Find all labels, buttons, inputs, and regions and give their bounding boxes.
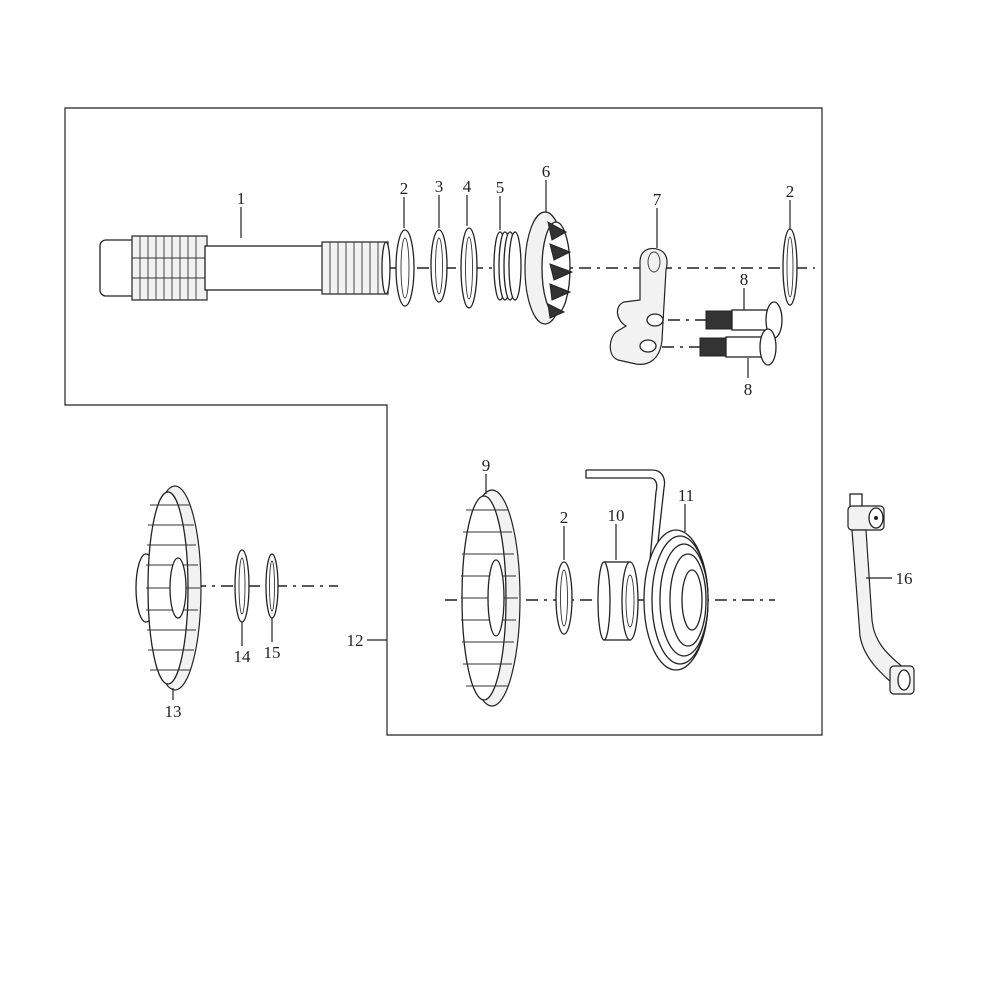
shaft-part-1 [99,235,391,301]
callout-8b: 8 [744,380,753,399]
kick-lever-part-16 [847,493,915,695]
spring-part-11 [585,469,709,671]
washer-part-14 [234,549,250,623]
washer-part-2c [555,561,573,635]
callout-12: 12 [347,631,364,650]
callout-16: 16 [896,569,913,588]
washer-part-3 [430,229,448,303]
washer-part-4 [460,227,478,309]
callout-3: 3 [435,177,444,196]
circlip-part-15 [265,553,279,619]
callout-2c: 2 [560,508,569,527]
collar-part-10 [597,561,639,641]
ratchet-part-6 [524,211,574,325]
washer-part-2b [782,228,798,306]
screw-part-8b [662,328,777,366]
callout-11: 11 [678,486,694,505]
callout-13: 13 [165,702,182,721]
washer-part-2a [395,229,415,307]
callout-6: 6 [542,162,551,181]
gear-part-13 [135,485,202,691]
leader-lines [172,180,892,700]
guide-plate-part-7 [609,247,668,365]
callout-10: 10 [608,506,625,525]
assembly-frame [64,107,823,736]
callout-1: 1 [237,189,246,208]
gear-part-9 [461,489,521,707]
callout-2a: 2 [400,179,409,198]
callout-8a: 8 [740,270,749,289]
callout-5: 5 [496,178,505,197]
callout-4: 4 [463,177,472,196]
callout-2b: 2 [786,182,795,201]
callout-7: 7 [653,190,662,209]
callout-15: 15 [264,643,281,662]
callout-14: 14 [234,647,252,666]
spring-part-5 [493,231,522,301]
callout-9: 9 [482,456,491,475]
